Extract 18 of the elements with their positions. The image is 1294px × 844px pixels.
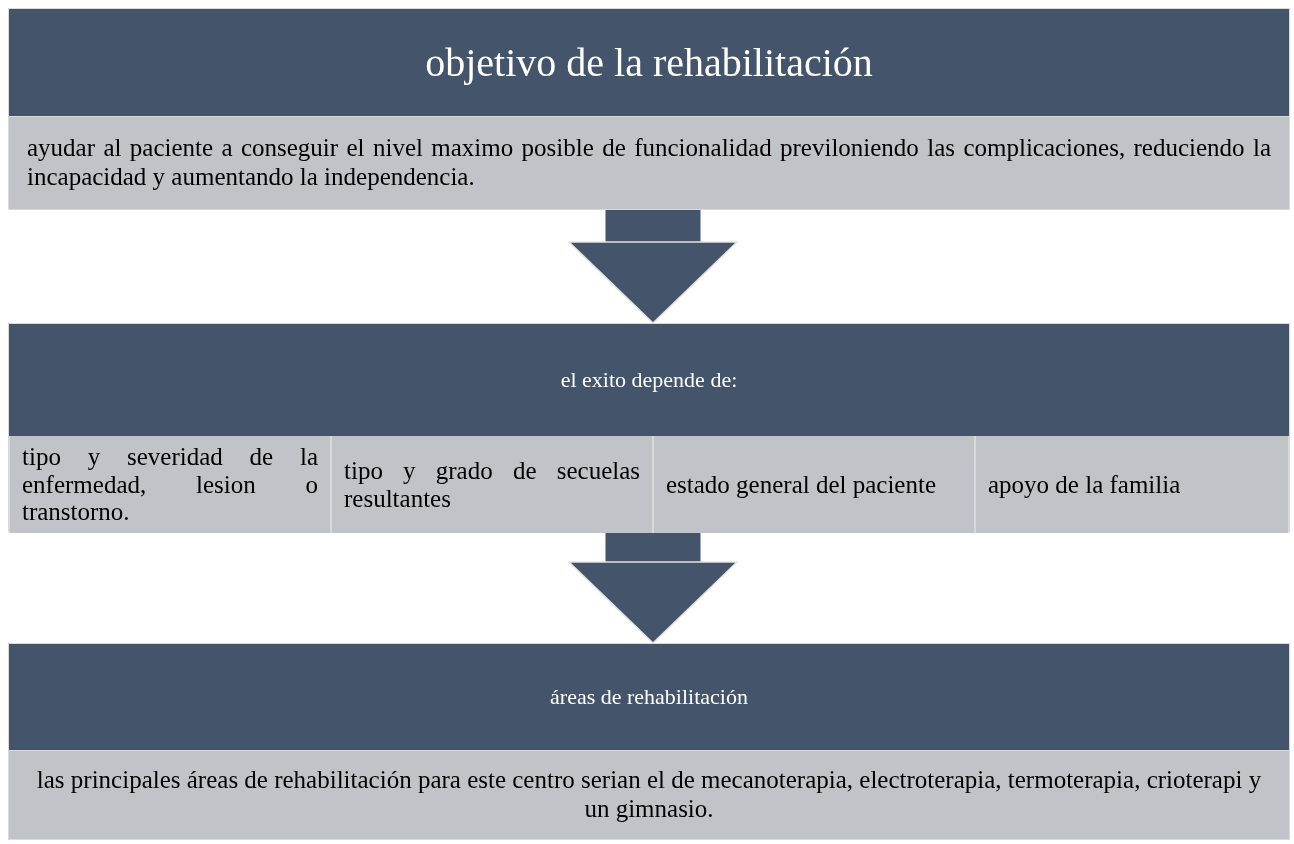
section-description: las principales áreas de rehabilitación para este centro serian el de mecanoterapia, electroterapia, termoterapia, crioterapi y un gimnasio. bbox=[35, 766, 1263, 824]
factor-text: estado general del paciente bbox=[666, 470, 937, 499]
factor-box bbox=[9, 436, 331, 533]
factor-text: apoyo de la familia bbox=[988, 470, 1182, 499]
section-description: ayudar al paciente a conseguir el nivel maximo posible de funcionalidad previloniendo las complicaciones, reduciendo la incapacidad y aumentando la independencia. bbox=[27, 134, 1271, 192]
block-arrow bbox=[568, 210, 738, 324]
block-arrow bbox=[568, 532, 738, 644]
section-panel bbox=[8, 643, 1290, 840]
section-heading: el exito depende de: bbox=[560, 367, 738, 393]
section-panel bbox=[8, 8, 1290, 210]
factor-box bbox=[653, 436, 975, 533]
factor-text: tipo y grado de secuelas resultantes bbox=[344, 457, 640, 512]
factor-text: tipo y severidad de la enfermedad, lesion o transtorno. bbox=[22, 443, 318, 526]
section-heading: áreas de rehabilitación bbox=[550, 684, 748, 710]
section-heading: objetivo de la rehabilitación bbox=[425, 39, 873, 86]
section-panel bbox=[8, 323, 1290, 532]
factor-box bbox=[975, 436, 1289, 533]
factor-box bbox=[331, 436, 653, 533]
